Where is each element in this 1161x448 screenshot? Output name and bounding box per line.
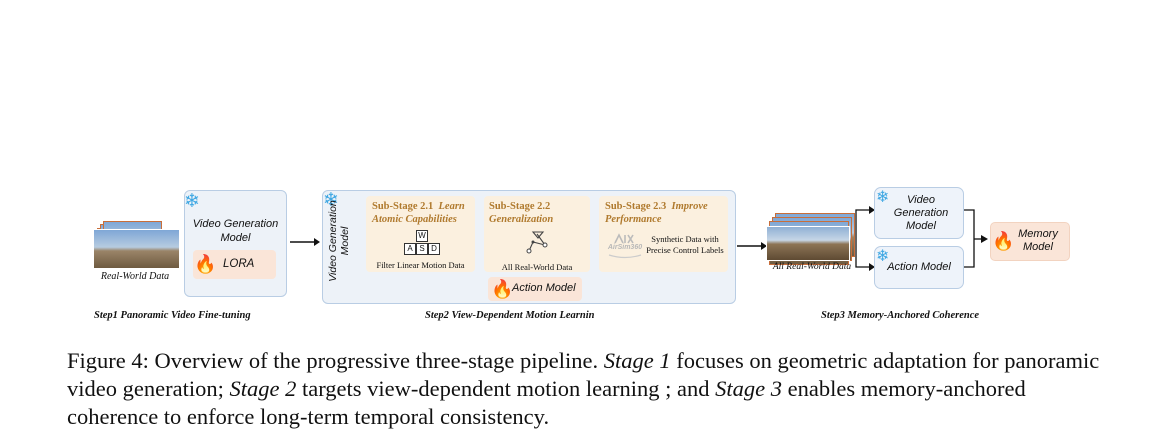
step1-panel: ❄ Video Generation Model 🔥 LORA (184, 190, 287, 297)
step3-label: Step3 Memory-Anchored Coherence (821, 310, 980, 321)
step1-label: Step1 Panoramic Video Fine-tuning (94, 310, 251, 321)
step3-connectors (855, 206, 988, 271)
arrow-step2-to-step3 (737, 242, 767, 250)
substage-2-3-desc: Synthetic Data with Precise Control Labe… (646, 234, 724, 255)
step2-label: Step2 View-Dependent Motion Learnin (425, 310, 595, 321)
snowflake-icon: ❄ (876, 187, 890, 206)
step2-action-model-label: Action Model (512, 282, 576, 294)
substage-2-3: Sub-Stage 2.3 Improve Performance AirSim… (599, 196, 728, 272)
step3-input-label: All Real-World Data (772, 262, 852, 272)
substage-2-1-desc: Filter Linear Motion Data (376, 260, 465, 270)
path-icon (526, 231, 548, 254)
fire-icon: 🔥 (491, 279, 514, 299)
key-w: W (416, 230, 428, 242)
step3-action-model: ❄ Action Model (874, 246, 964, 289)
snowflake-icon: ❄ (184, 190, 200, 212)
key-a: A (404, 243, 416, 255)
substage-2-2-desc: All Real-World Data (501, 262, 573, 272)
snowflake-icon: ❄ (323, 189, 339, 211)
snowflake-icon: ❄ (876, 246, 890, 265)
step2-panel: ❄ Video Generation Model Sub-Stage 2.1 L… (322, 190, 736, 304)
step2-action-model: 🔥 Action Model (488, 277, 582, 301)
substage-2-1: Sub-Stage 2.1 Learn Atomic Capabilities … (366, 196, 475, 272)
arrow-step1-to-step2 (290, 238, 320, 246)
airsim-logo: AirSim360 (606, 233, 644, 259)
fire-icon: 🔥 (992, 231, 1015, 251)
step1-input-label: Real-World Data (100, 271, 170, 282)
fire-icon: 🔥 (194, 254, 217, 274)
substage-2-1-title: Sub-Stage 2.1 Learn Atomic Capabilities (372, 201, 465, 225)
substage-2-3-title: Sub-Stage 2.3 Improve Performance (605, 201, 708, 225)
keyboard-wasd-icon: W A S D (403, 230, 443, 256)
figure-caption: Figure 4: Overview of the progressive th… (67, 348, 1100, 429)
memory-model: 🔥 Memory Model (990, 222, 1070, 261)
lora-box: 🔥 LORA (193, 250, 276, 279)
step1-model-title: Video Generation Model (192, 218, 279, 244)
lora-label: LORA (223, 258, 255, 270)
step3-video-model: ❄ Video Generation Model (874, 187, 964, 239)
key-s: S (416, 243, 428, 255)
key-d: D (428, 243, 440, 255)
